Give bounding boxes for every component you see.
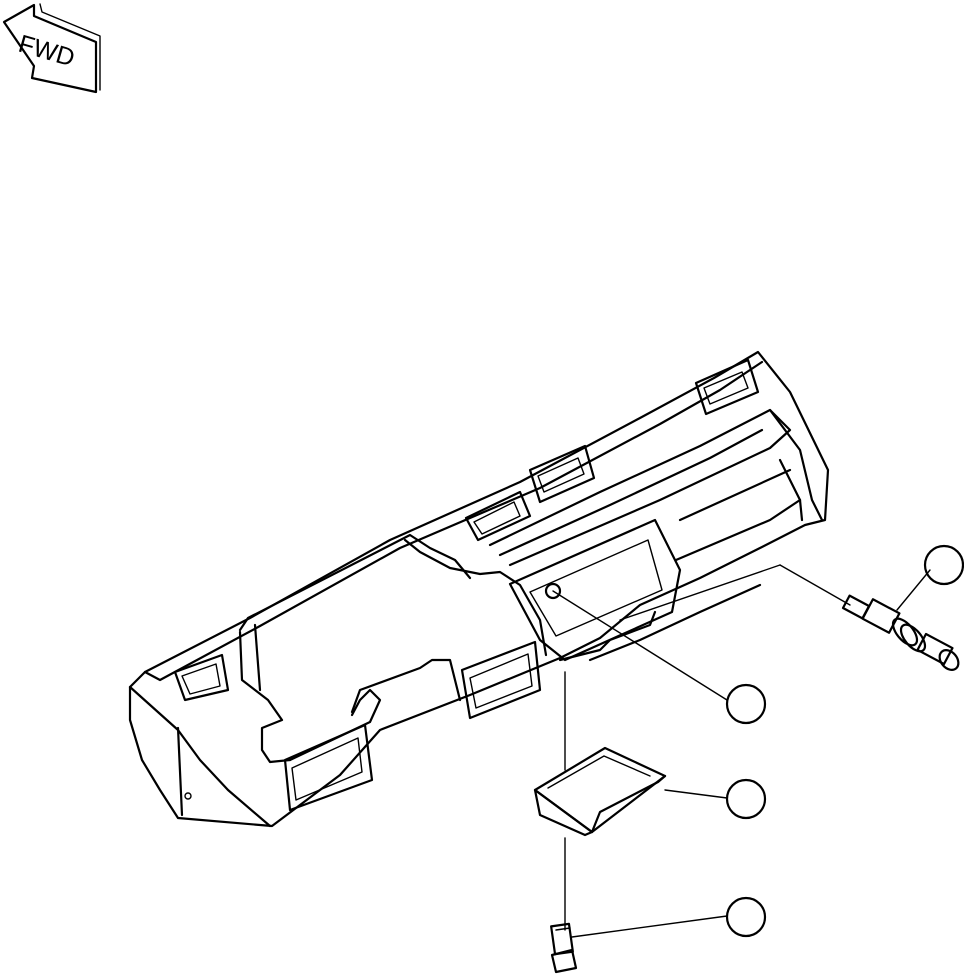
leader-lines — [552, 569, 931, 938]
dashboard-outline — [128, 350, 830, 828]
lower-left-vent — [283, 723, 374, 812]
top-vent-1 — [464, 490, 532, 542]
callout-screw — [725, 896, 767, 938]
fwd-arrow-icon: FWD — [2, 3, 101, 94]
left-vent — [173, 653, 230, 702]
screw-part — [550, 922, 578, 974]
callout-panel-hole — [725, 683, 767, 725]
callout-tray — [725, 778, 767, 820]
callout-cigar-lighter — [923, 544, 964, 586]
top-vent-2 — [528, 444, 596, 504]
dashboard-panel — [128, 350, 830, 828]
lighter-hole — [544, 582, 562, 600]
fwd-label: FWD — [15, 30, 77, 73]
center-stack — [508, 518, 682, 662]
top-vent-3 — [694, 358, 760, 416]
cigar-lighter-part — [619, 564, 960, 671]
tray-part — [533, 671, 667, 931]
center-lower-vent — [460, 640, 542, 720]
